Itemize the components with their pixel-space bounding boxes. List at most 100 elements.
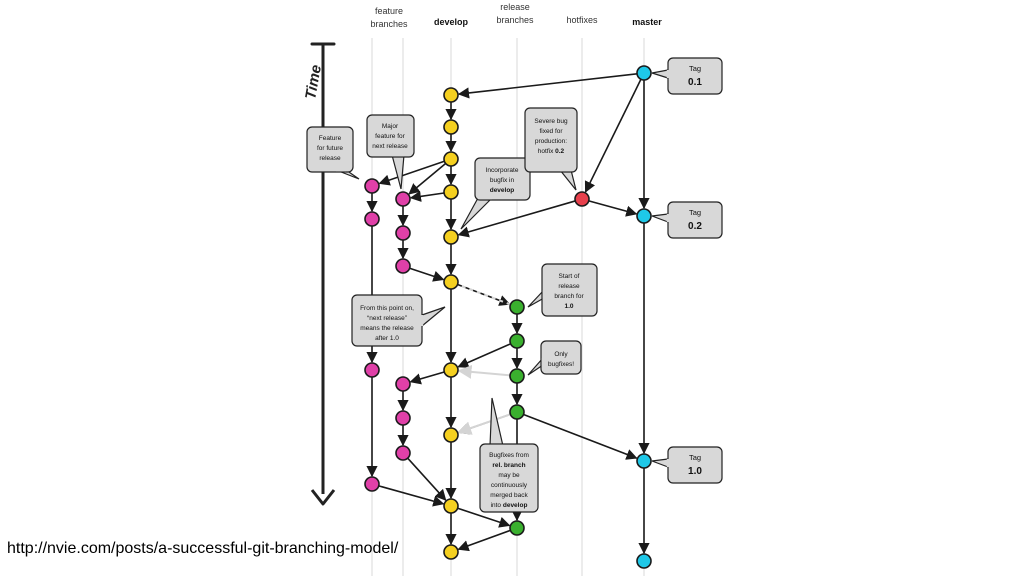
callout-line: Only bbox=[554, 351, 568, 358]
callout-line: release bbox=[319, 155, 341, 162]
commit-master-m1 bbox=[636, 65, 652, 81]
lane-header-master: master bbox=[632, 17, 662, 27]
edge-h1-m2 bbox=[588, 200, 638, 217]
callout-line: for future bbox=[317, 145, 343, 152]
callout-line: fixed for bbox=[539, 128, 563, 135]
commit-develop-d8 bbox=[443, 427, 459, 443]
source-url: http://nvie.com/posts/a-successful-git-b… bbox=[7, 540, 399, 557]
edge-fb3-d6 bbox=[409, 267, 445, 282]
edge-m1-d1 bbox=[457, 72, 638, 99]
commit-feature-fa1 bbox=[364, 178, 380, 194]
edge-d9-r5 bbox=[457, 507, 511, 528]
callout-bugfixes-from: Bugfixes from rel. branch may be continuous… bbox=[479, 397, 539, 513]
callout-line: hotfix 0.2 bbox=[538, 148, 565, 155]
edge-r4-m3 bbox=[523, 413, 638, 460]
callout-line: Bugfixes from bbox=[489, 452, 529, 459]
commit-feature-fb1 bbox=[395, 191, 411, 207]
callout-line: develop bbox=[490, 187, 515, 194]
commit-develop-d9 bbox=[443, 498, 459, 514]
tag-10-callout: Tag 1.0 bbox=[651, 446, 723, 484]
commit-feature-fa4 bbox=[364, 476, 380, 492]
tag-title: Tag bbox=[689, 453, 701, 462]
commit-release-r1 bbox=[509, 299, 525, 315]
edge-r1-d6 bbox=[458, 283, 511, 306]
callout-severe-bug: Severe bug fixed for production: hotfix 0.2 bbox=[524, 107, 578, 191]
callout-line: From this point on, bbox=[360, 305, 414, 312]
callout-line: Severe bug bbox=[534, 118, 568, 125]
commit-develop-d1 bbox=[443, 87, 459, 103]
edge-h1-d5 bbox=[457, 200, 576, 238]
tag-value: 0.2 bbox=[688, 221, 702, 232]
callout-line: Incorporate bbox=[486, 167, 519, 174]
commit-feature-fb2 bbox=[395, 225, 411, 241]
callout-next-release: From this point on, “next release” means t… bbox=[351, 294, 446, 347]
commit-feature-fb3 bbox=[395, 258, 411, 274]
edge-fa4-d9 bbox=[378, 485, 445, 507]
callout-line: branch for bbox=[554, 293, 584, 300]
commit-feature-fb4 bbox=[395, 376, 411, 392]
time-axis: Time bbox=[302, 42, 336, 506]
commit-feature-fb6 bbox=[395, 445, 411, 461]
commit-develop-d6 bbox=[443, 274, 459, 290]
commit-master-m3 bbox=[636, 453, 652, 469]
commit-release-r3 bbox=[509, 368, 525, 384]
callout-line: into develop bbox=[491, 502, 528, 509]
edge-m1-h1 bbox=[584, 78, 642, 193]
callout-line: means the release bbox=[360, 325, 414, 332]
callout-notes: Feature for future release Major feature for… bbox=[306, 57, 723, 513]
commit-develop-d3 bbox=[443, 151, 459, 167]
callout-line: bugfixes! bbox=[548, 361, 574, 368]
callout-line: feature for bbox=[375, 133, 405, 140]
callout-line: release bbox=[558, 283, 580, 290]
commit-hotfix-h1 bbox=[574, 191, 590, 207]
callout-line: “next release” bbox=[367, 315, 407, 322]
commit-develop-d10 bbox=[443, 544, 459, 560]
commit-develop-d7 bbox=[443, 362, 459, 378]
tag-title: Tag bbox=[689, 64, 701, 73]
edge-r5-d10 bbox=[457, 529, 511, 552]
edge-r3-d7 bbox=[457, 364, 511, 379]
callout-line: Feature bbox=[319, 135, 342, 142]
edge-d3-fb1 bbox=[408, 162, 447, 195]
tag-01-callout: Tag 0.1 bbox=[651, 57, 723, 95]
callout-line: merged back bbox=[490, 492, 528, 499]
commit-develop-d2 bbox=[443, 119, 459, 135]
commit-feature-fb5 bbox=[395, 410, 411, 426]
callout-line: rel. branch bbox=[492, 462, 525, 469]
time-axis-label: Time bbox=[302, 64, 325, 101]
edge-fb6-d9 bbox=[407, 457, 447, 501]
edge-d3-fa1 bbox=[378, 160, 445, 186]
commit-nodes bbox=[364, 65, 652, 569]
edge-d7-fb4 bbox=[409, 371, 445, 385]
tag-value: 1.0 bbox=[688, 466, 702, 477]
commit-release-r4 bbox=[509, 404, 525, 420]
commit-feature-fa2 bbox=[364, 211, 380, 227]
callout-line: after 1.0 bbox=[375, 335, 399, 342]
callout-line: Start of bbox=[559, 273, 580, 280]
callout-line: Major bbox=[382, 123, 399, 130]
tag-value: 0.1 bbox=[688, 77, 702, 88]
commit-master-m4 bbox=[636, 553, 652, 569]
lane-header-develop: develop bbox=[434, 17, 469, 27]
edge-r2-d7 bbox=[457, 343, 511, 368]
tag-02-callout: Tag 0.2 bbox=[651, 201, 723, 239]
commit-release-r5 bbox=[509, 520, 525, 536]
callout-line: production: bbox=[535, 138, 567, 145]
lane-header-hotfixes: hotfixes bbox=[566, 15, 598, 25]
callout-line: continuously bbox=[491, 482, 528, 489]
callout-only-bugfixes: Only bugfixes! bbox=[527, 340, 582, 376]
commit-edges bbox=[366, 72, 650, 555]
tag-title: Tag bbox=[689, 208, 701, 217]
commit-master-m2 bbox=[636, 208, 652, 224]
edge-d4-fb1 bbox=[409, 190, 445, 202]
callout-feature-future: Feature for future release bbox=[306, 126, 360, 180]
edge-r4-d8 bbox=[457, 413, 511, 435]
callout-line: may be bbox=[498, 472, 520, 479]
